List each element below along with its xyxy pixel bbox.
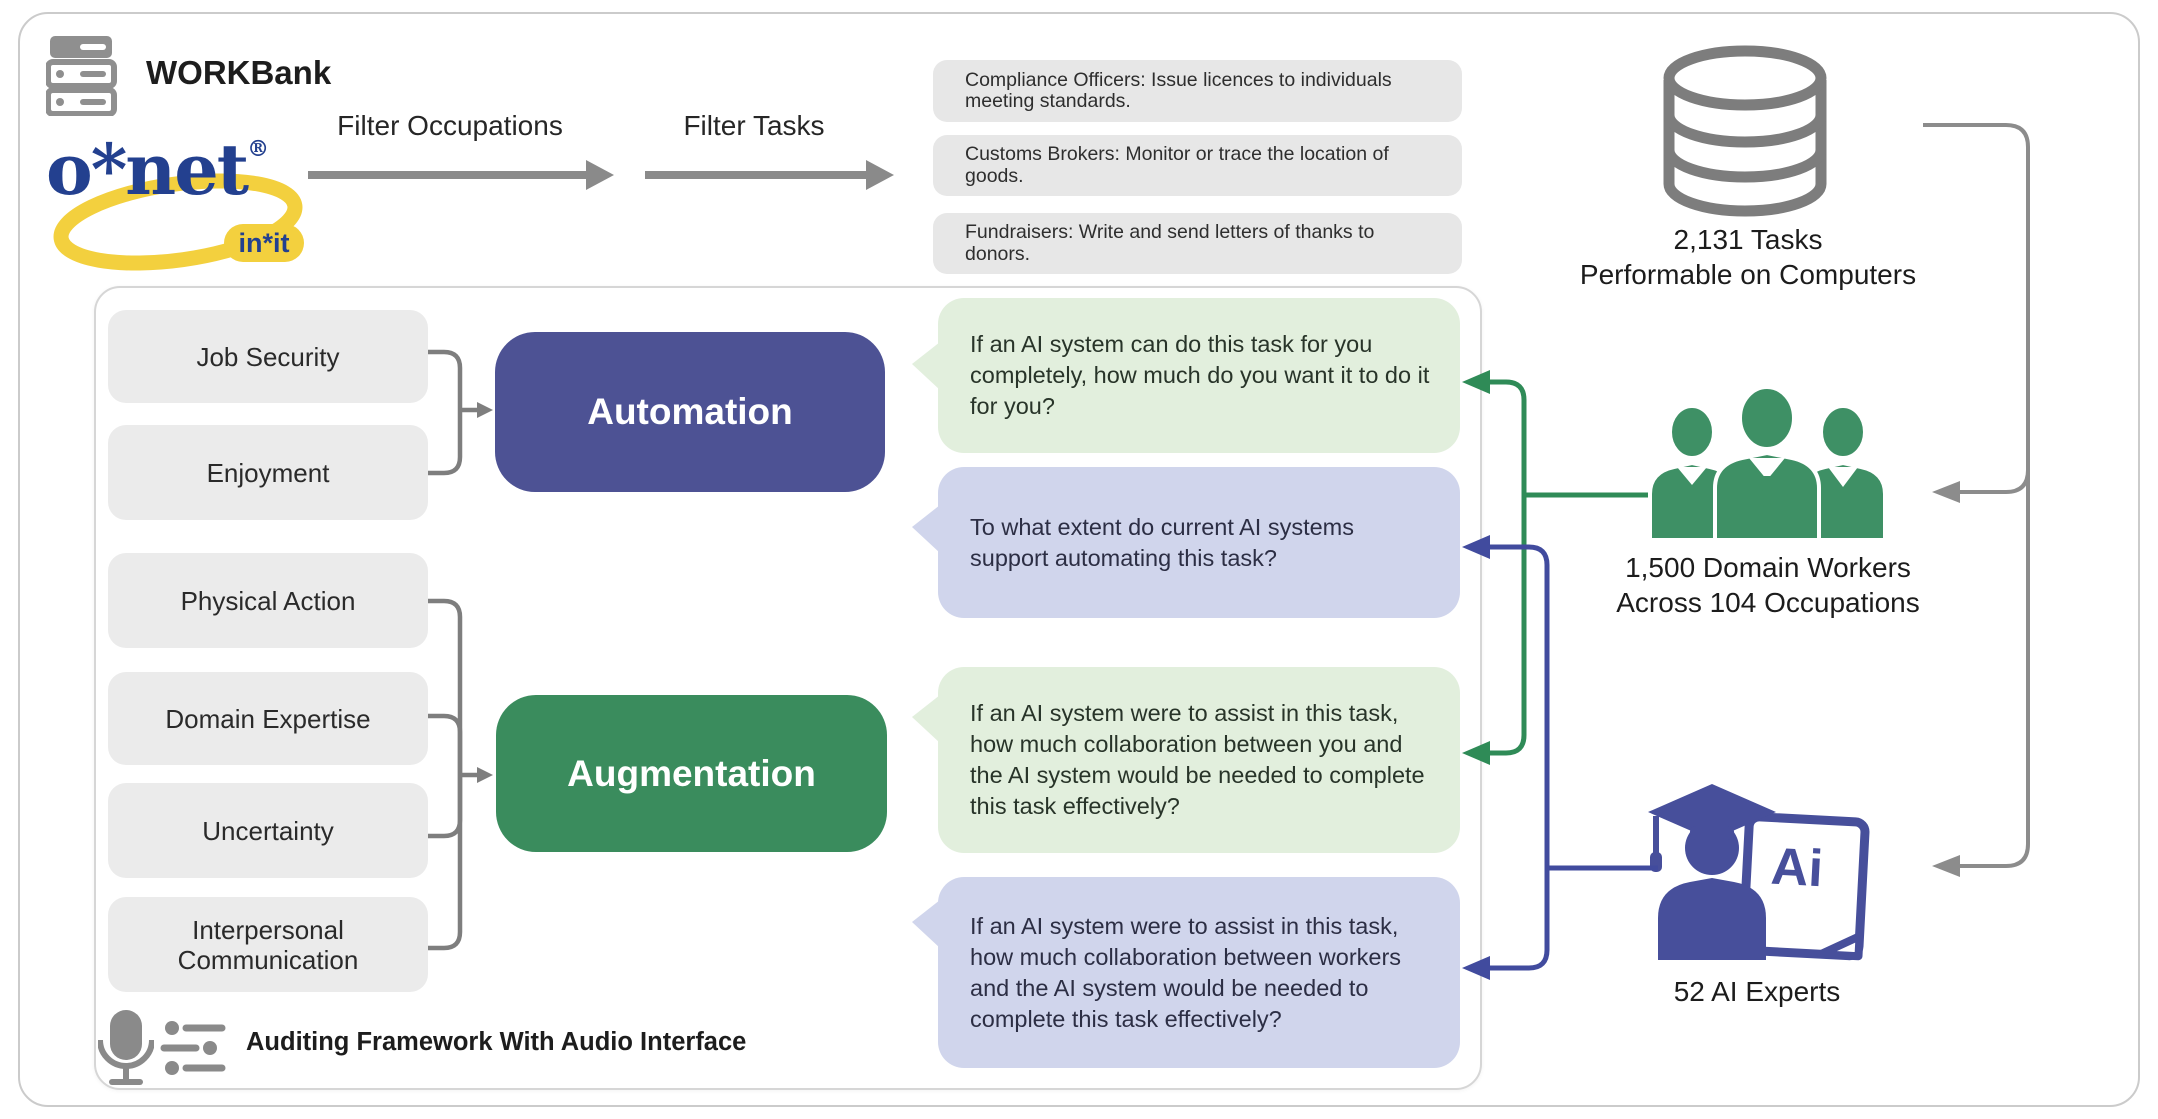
registered-mark: ® xyxy=(247,136,270,162)
domain-workers-icon xyxy=(1648,388,1887,542)
onet-logo: o*net® in*it xyxy=(38,128,318,278)
onet-swoosh-icon xyxy=(53,173,303,271)
factor-physical-action: Physical Action xyxy=(108,553,428,648)
question-bubble-expert-automation: To what extent do current AI systems sup… xyxy=(912,467,1460,618)
question-text: If an AI system can do this task for you… xyxy=(970,331,1430,419)
question-text: If an AI system were to assist in this t… xyxy=(970,700,1425,819)
ai-experts-label: 52 AI Experts xyxy=(1673,976,1841,1007)
factor-uncertainty: Uncertainty xyxy=(108,783,428,878)
step-filter-tasks: Filter Tasks xyxy=(683,110,825,141)
task-example-customs: Customs Brokers: Monitor or trace the lo… xyxy=(933,135,1462,196)
automation-category: Automation xyxy=(495,332,885,492)
ai-document-icon: Ai xyxy=(1738,812,1870,961)
question-bubble-expert-augmentation: If an AI system were to assist in this t… xyxy=(912,877,1460,1068)
outer-frame xyxy=(18,12,2140,1107)
audio-framework-label: Auditing Framework With Audio Interface xyxy=(246,1028,747,1056)
question-bubble-worker-automation: If an AI system can do this task for you… xyxy=(912,298,1460,453)
domain-workers-label: 1,500 Domain Workers Across 104 Occupati… xyxy=(1563,550,1973,620)
workers-desc: Across 104 Occupations xyxy=(1616,587,1920,618)
onet-wordmark: o*net® xyxy=(46,128,269,211)
tasks-db-label: 2,131 Tasks Performable on Computers xyxy=(1553,222,1943,292)
database-icon xyxy=(1663,45,1827,217)
tasks-db-count: 2,131 Tasks xyxy=(1673,224,1823,255)
task-example-compliance: Compliance Officers: Issue licences to i… xyxy=(933,60,1462,122)
microphone-icon xyxy=(98,1010,154,1085)
ai-experts-icon: Ai xyxy=(1648,784,1870,961)
server-stack-icon xyxy=(46,36,117,116)
factor-enjoyment: Enjoyment xyxy=(108,425,428,520)
onet-name: o*net xyxy=(46,128,249,211)
augmentation-category: Augmentation xyxy=(496,695,887,852)
question-text: To what extent do current AI systems sup… xyxy=(970,513,1355,571)
factor-job-security: Job Security xyxy=(108,310,428,403)
factor-domain-expertise: Domain Expertise xyxy=(108,672,428,765)
question-text: If an AI system were to assist in this t… xyxy=(970,912,1402,1032)
onet-init-badge: in*it xyxy=(224,224,304,262)
task-example-fundraisers: Fundraisers: Write and send letters of t… xyxy=(933,213,1462,274)
workers-count: 1,500 Domain Workers xyxy=(1625,552,1911,583)
question-bubble-worker-augmentation: If an AI system were to assist in this t… xyxy=(912,667,1460,853)
step-filter-occupations: Filter Occupations xyxy=(337,110,563,141)
svg-text:Ai: Ai xyxy=(1770,838,1825,899)
app-title: WORKBank xyxy=(146,54,332,91)
factor-interpersonal-communication: Interpersonal Communication xyxy=(108,897,428,992)
tasks-db-desc: Performable on Computers xyxy=(1579,259,1917,290)
sliders-icon xyxy=(160,1021,226,1075)
